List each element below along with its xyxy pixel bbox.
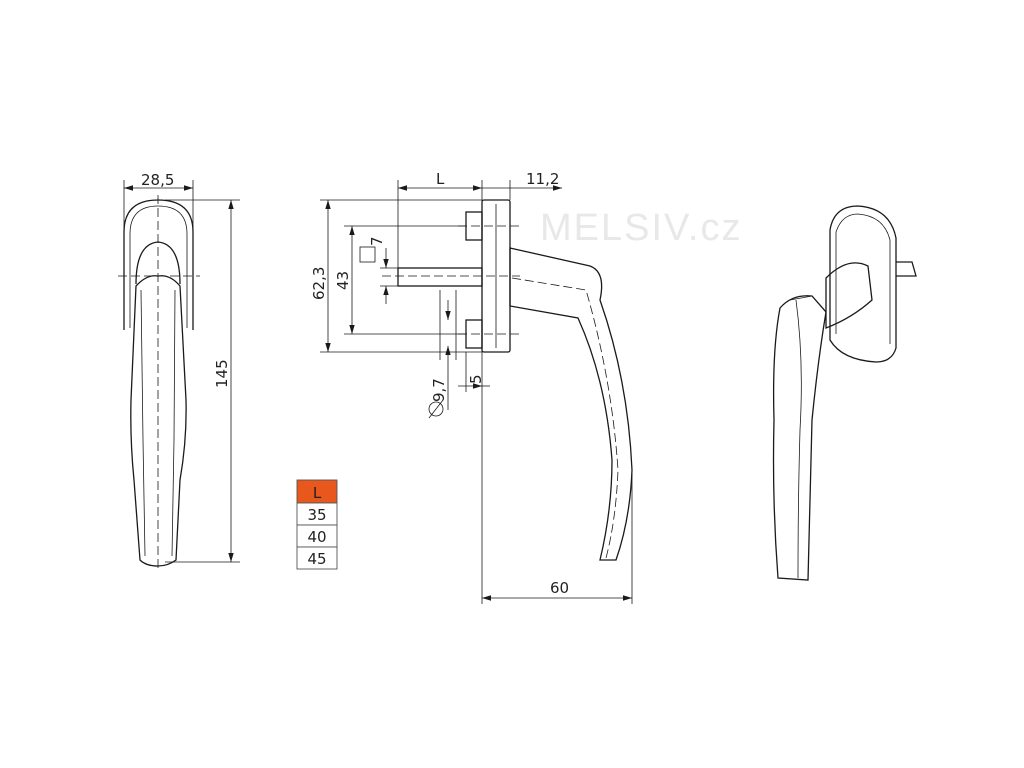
- side-lever: [509, 247, 633, 561]
- dim-side-height-outer: 62,3: [310, 267, 328, 300]
- iso-lever: [772, 295, 827, 581]
- dim-side-height-inner: 43: [334, 271, 352, 290]
- iso-neck: [825, 262, 873, 329]
- dim-front-width: 28,5: [141, 171, 174, 189]
- length-table-value: 35: [307, 506, 326, 524]
- watermark: MELSIV.cz: [540, 207, 742, 249]
- side-lever-centerline: [511, 277, 619, 559]
- iso-spindle: [896, 261, 917, 277]
- diameter-symbol: [428, 399, 444, 419]
- dim-front-height: 145: [213, 359, 231, 388]
- dim-offset: 5: [467, 374, 485, 384]
- length-table-value: 40: [307, 528, 326, 546]
- front-lever-edge-right: [171, 289, 176, 557]
- dim-side-L: L: [436, 170, 445, 188]
- dim-side-plate: 11,2: [526, 170, 559, 188]
- side-spindle: [397, 267, 483, 287]
- front-rosette-inner: [129, 205, 188, 328]
- isometric-view: [772, 205, 917, 581]
- side-view: L 11,2 62,3 43 7 9,7: [310, 170, 633, 604]
- iso-lever-top: [789, 295, 827, 313]
- dim-diameter: 9,7: [430, 378, 448, 402]
- length-table-value: 45: [307, 550, 326, 568]
- iso-rosette: [829, 205, 897, 363]
- dim-reach: 60: [550, 579, 569, 597]
- iso-lever-edge: [795, 299, 802, 579]
- dim-square: 7: [368, 236, 386, 246]
- front-lever-edge-left: [140, 289, 146, 557]
- square-symbol: [359, 246, 376, 263]
- front-lever: [130, 275, 187, 567]
- iso-rosette-inner: [835, 213, 891, 344]
- length-table: L 35 40 45: [296, 479, 338, 570]
- length-table-header: L: [313, 484, 322, 502]
- front-view: 28,5 145: [118, 171, 240, 572]
